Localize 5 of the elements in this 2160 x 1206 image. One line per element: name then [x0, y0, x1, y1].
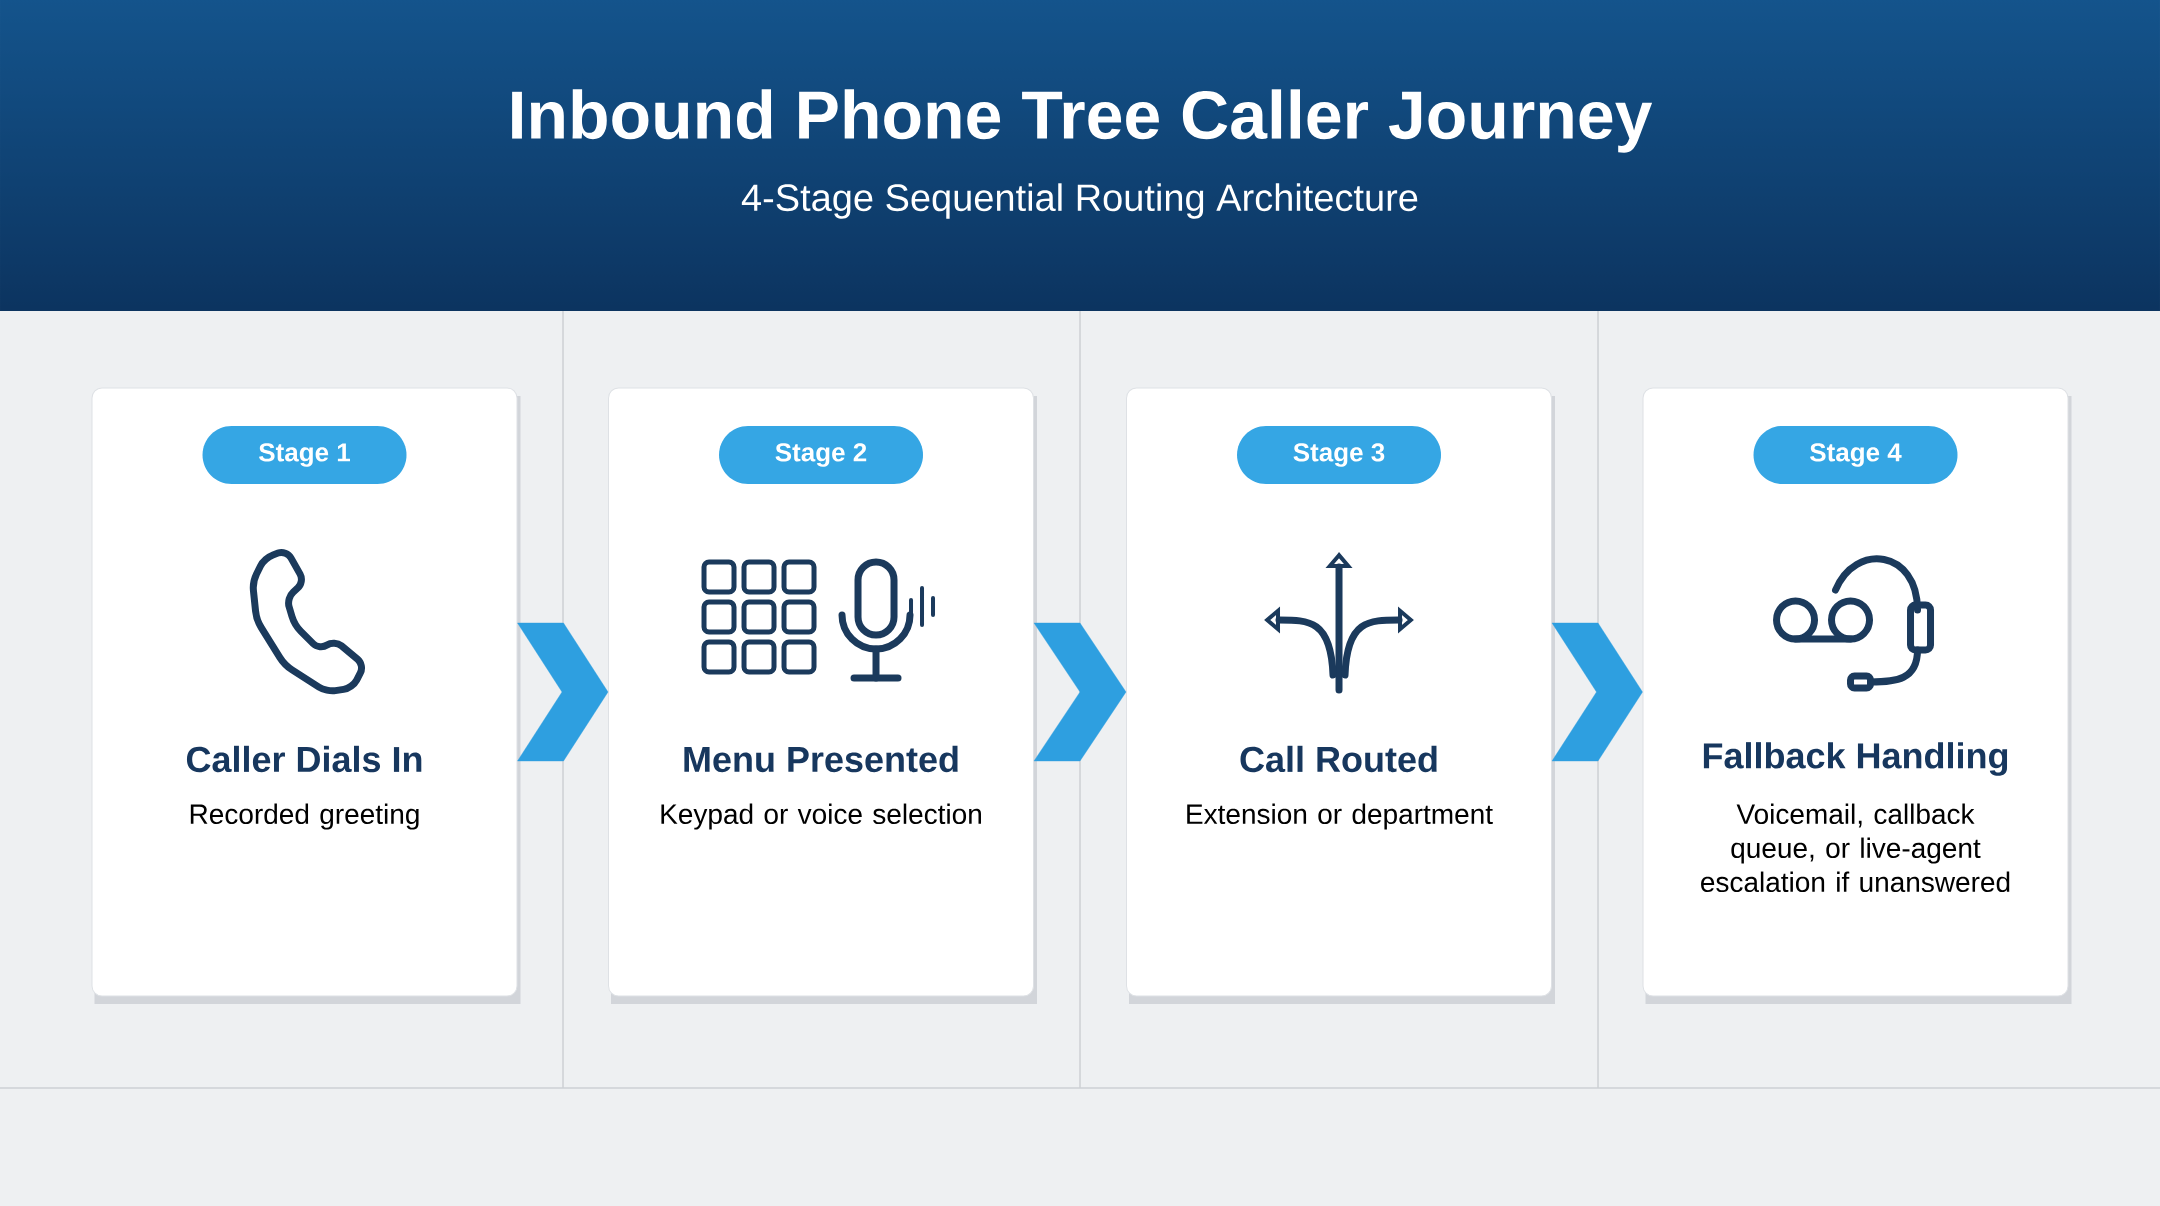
chevron-arrow: [517, 622, 609, 762]
chevron-arrow: [1033, 622, 1127, 762]
chevron-arrow: [1551, 622, 1643, 762]
title: Inbound Phone Tree Caller Journey: [512, 89, 1653, 153]
subtitle: 4-Stage Sequential Routing Architecture: [741, 183, 1418, 219]
